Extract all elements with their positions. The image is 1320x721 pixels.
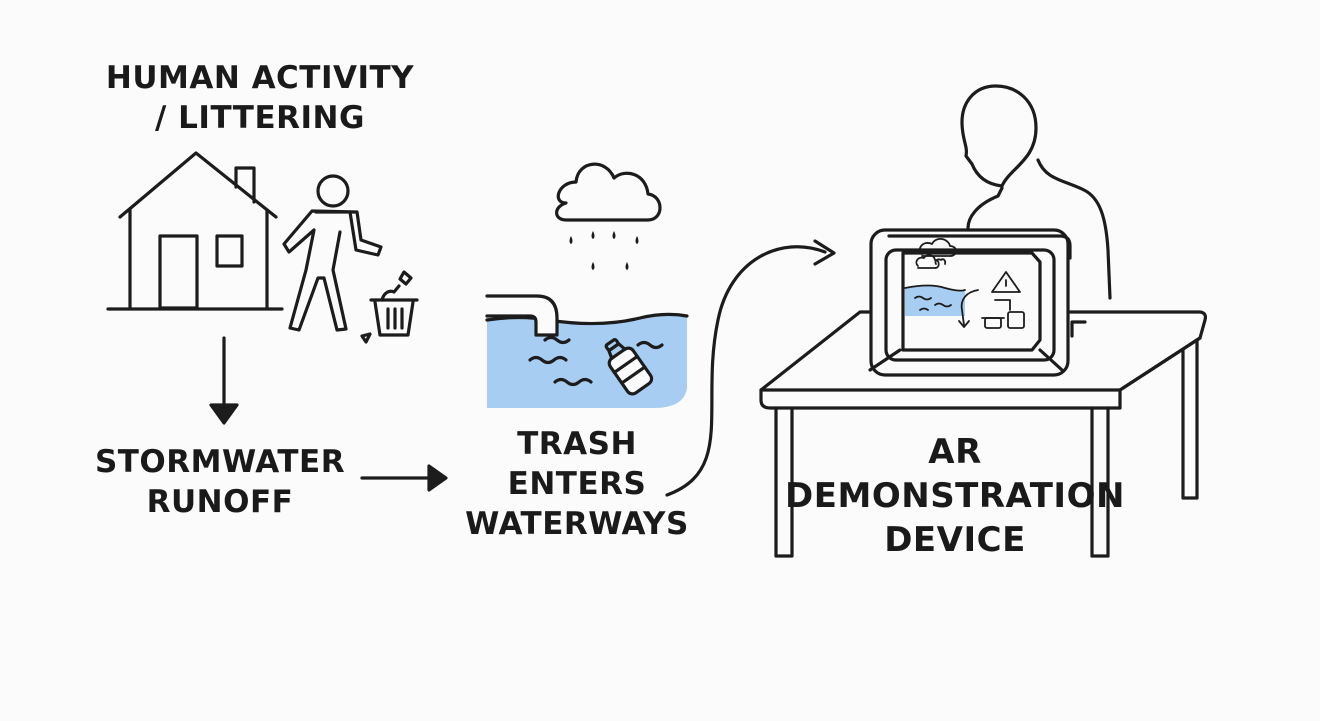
label-trash-line-3: WATERWAYS <box>465 506 689 542</box>
seated-person-icon <box>960 84 1112 300</box>
ar-device-icon <box>868 228 1087 377</box>
label-ar-line-1: AR <box>928 432 982 472</box>
raindrops-icon <box>569 231 639 270</box>
right-arrow-icon <box>360 464 448 492</box>
down-arrow-icon <box>209 336 239 425</box>
label-trash-enters-waterways: TRASH ENTERS WATERWAYS <box>452 424 702 544</box>
label-trash-line-2: ENTERS <box>507 466 647 502</box>
label-ar-line-2: DEMONSTRATION <box>785 476 1125 516</box>
drain-pipe-icon <box>485 294 559 337</box>
label-human-activity-line-1: HUMAN ACTIVITY <box>105 60 415 96</box>
label-stormwater-line-2: RUNOFF <box>146 484 294 520</box>
label-stormwater-runoff: STORMWATER RUNOFF <box>90 442 350 522</box>
label-ar-demonstration-device: AR DEMONSTRATION DEVICE <box>770 430 1140 562</box>
ar-screen-contents <box>904 238 1025 329</box>
rain-cloud-icon <box>555 162 662 222</box>
walking-person-icon <box>282 174 383 332</box>
bottle-icon <box>604 338 654 396</box>
trash-can-icon <box>360 270 419 344</box>
label-human-activity: HUMAN ACTIVITY / LITTERING <box>100 58 420 138</box>
water-icon <box>485 312 689 408</box>
curved-arrow-icon <box>665 239 836 497</box>
label-stormwater-line-1: STORMWATER <box>94 444 346 480</box>
house-icon <box>106 151 284 311</box>
label-ar-line-3: DEVICE <box>884 520 1026 560</box>
label-trash-line-1: TRASH <box>517 426 637 462</box>
label-human-activity-line-2: / LITTERING <box>155 100 365 136</box>
